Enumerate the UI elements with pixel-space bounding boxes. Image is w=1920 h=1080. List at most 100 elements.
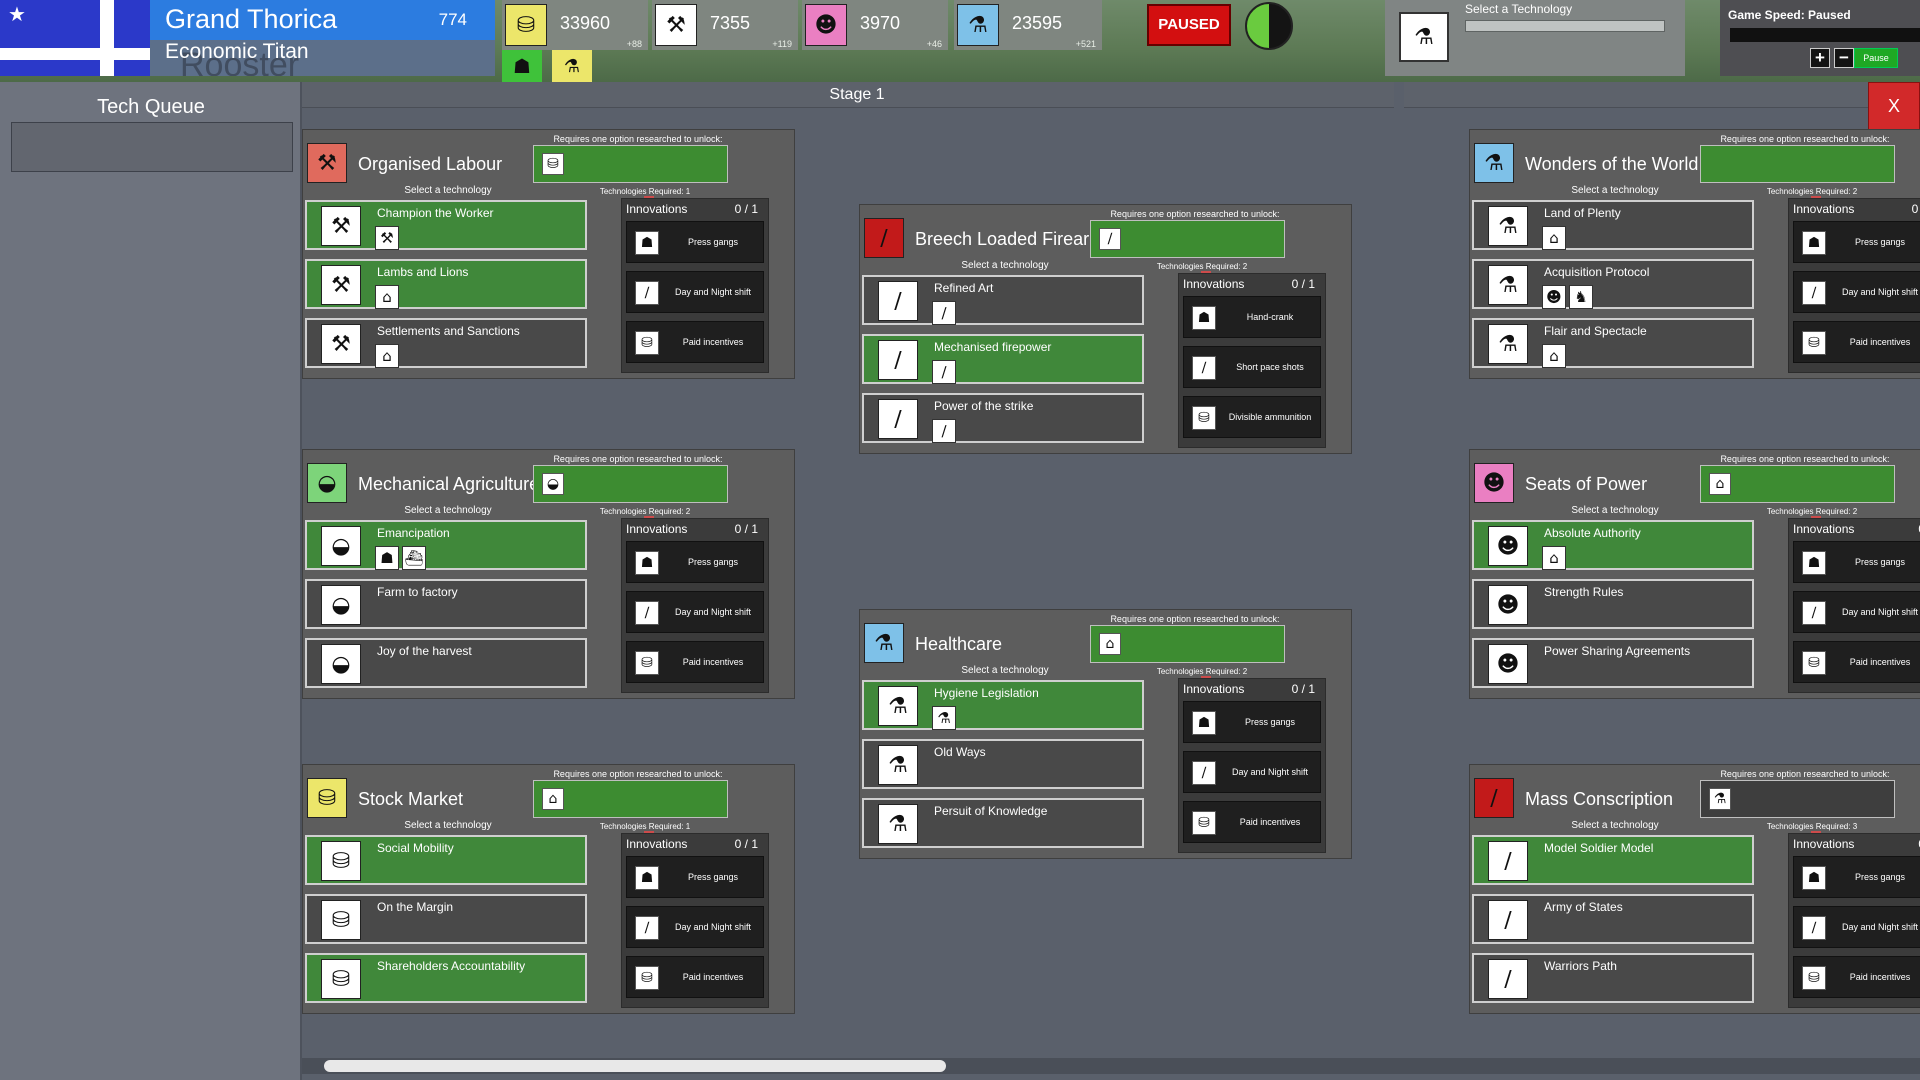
tech-option-label: Old Ways xyxy=(934,745,986,759)
tech-option[interactable]: ⚗Old Ways xyxy=(862,739,1144,789)
tech-option-label: Flair and Spectacle xyxy=(1544,324,1647,338)
hammer-icon: ⚒ xyxy=(321,265,361,305)
innovations-label: Innovations xyxy=(1183,682,1245,696)
requirement-slot[interactable]: ⌂ xyxy=(1090,625,1285,663)
tech-option[interactable]: ◒Farm to factory xyxy=(305,579,587,629)
tech-option[interactable]: ⚗Persuit of Knowledge xyxy=(862,798,1144,848)
innovation-item[interactable]: ∕Short pace shots xyxy=(1183,346,1321,388)
tech-option[interactable]: ☻Strength Rules xyxy=(1472,579,1754,629)
tech-option[interactable]: ◒Joy of the harvest xyxy=(305,638,587,688)
requirement-slot[interactable] xyxy=(1700,145,1895,183)
innovation-item[interactable]: ☗Press gangs xyxy=(626,541,764,583)
tech-option[interactable]: ⚗Hygiene Legislation⚗ xyxy=(862,680,1144,730)
innovation-item[interactable]: ⛁Paid incentives xyxy=(626,956,764,998)
speed-plus-button[interactable]: + xyxy=(1810,48,1830,68)
innovation-item[interactable]: ⛁Paid incentives xyxy=(1793,956,1920,998)
labor-resource[interactable]: ⚒ 7355 +119 xyxy=(652,0,798,50)
tech-option-label: On the Margin xyxy=(377,900,454,914)
close-button[interactable]: X xyxy=(1868,82,1920,130)
tech-option[interactable]: ∕Power of the strike∕ xyxy=(862,393,1144,443)
horizontal-scrollbar[interactable] xyxy=(302,1058,1920,1074)
requirement-icon: ⌂ xyxy=(1542,344,1566,368)
scrollbar-thumb[interactable] xyxy=(324,1060,946,1072)
tech-option[interactable]: ∕Model Soldier Model xyxy=(1472,835,1754,885)
tech-option-label: Settlements and Sanctions xyxy=(377,324,520,338)
tech-option[interactable]: ∕Mechanised firepower∕ xyxy=(862,334,1144,384)
tech-queue-slot[interactable] xyxy=(11,122,293,172)
requirement-slot[interactable]: ⚗ xyxy=(1700,780,1895,818)
innovation-item[interactable]: ∕Day and Night shift xyxy=(1793,271,1920,313)
paused-indicator[interactable]: PAUSED xyxy=(1147,4,1231,46)
innovation-item[interactable]: ☗Press gangs xyxy=(1793,856,1920,898)
tech-option-label: Strength Rules xyxy=(1544,585,1624,599)
tech-option[interactable]: ⛁Shareholders Accountability xyxy=(305,953,587,1003)
panel-title: Healthcare xyxy=(915,634,1003,654)
rifle-icon: ∕ xyxy=(878,340,918,380)
science-resource[interactable]: ⚗ 23595 +521 xyxy=(954,0,1102,50)
innovation-item[interactable]: ⛁Paid incentives xyxy=(1793,321,1920,363)
speed-minus-button[interactable]: − xyxy=(1834,48,1854,68)
game-speed-panel: Game Speed: Paused + − Pause xyxy=(1720,0,1920,76)
money-resource[interactable]: ⛁ 33960 +88 xyxy=(502,0,648,50)
nation-header[interactable]: Grand Thorica 774 xyxy=(150,0,495,40)
requirement-slot[interactable]: ⌂ xyxy=(1700,465,1895,503)
rifle-icon: ∕ xyxy=(864,218,904,258)
requirement-icon: ◒ xyxy=(542,473,564,495)
innovation-item[interactable]: ⛁Paid incentives xyxy=(626,641,764,683)
tech-option[interactable]: ∕Refined Art∕ xyxy=(862,275,1144,325)
microscope-icon[interactable]: ⚗ xyxy=(552,50,592,82)
technology-selector[interactable]: ⚗ Select a Technology xyxy=(1385,0,1685,76)
innovation-label: Paid incentives xyxy=(1849,657,1911,667)
innovation-item[interactable]: ∕Day and Night shift xyxy=(1793,591,1920,633)
tech-option[interactable]: ∕Warriors Path xyxy=(1472,953,1754,1003)
tech-option[interactable]: ⚒Settlements and Sanctions⌂ xyxy=(305,318,587,368)
requirement-slot[interactable]: ⌂ xyxy=(533,780,728,818)
innovation-item[interactable]: ☗Press gangs xyxy=(1793,221,1920,263)
nation-name: Grand Thorica xyxy=(165,4,338,34)
innovation-item[interactable]: ⛁Paid incentives xyxy=(626,321,764,363)
tech-option[interactable]: ⚗Acquisition Protocol☻♞ xyxy=(1472,259,1754,309)
tech-option[interactable]: ⚗Land of Plenty⌂ xyxy=(1472,200,1754,250)
tech-option[interactable]: ⚗Flair and Spectacle⌂ xyxy=(1472,318,1754,368)
tech-option[interactable]: ⚒Champion the Worker⚒ xyxy=(305,200,587,250)
innovation-item[interactable]: ⛁Paid incentives xyxy=(1793,641,1920,683)
innovation-item[interactable]: ∕Day and Night shift xyxy=(626,591,764,633)
tech-option-label: Joy of the harvest xyxy=(377,644,472,658)
innovation-icon: ⛁ xyxy=(1192,406,1216,430)
tech-option[interactable]: ☻Absolute Authority⌂ xyxy=(1472,520,1754,570)
innovation-item[interactable]: ∕Day and Night shift xyxy=(1793,906,1920,948)
culture-resource[interactable]: ☻ 3970 +46 xyxy=(802,0,948,50)
requirement-slot[interactable]: ⛁ xyxy=(533,145,728,183)
select-technology-label: Select a technology xyxy=(961,260,1049,271)
tech-option[interactable]: ∕Army of States xyxy=(1472,894,1754,944)
tech-option[interactable]: ◒Emancipation☗⛴ xyxy=(305,520,587,570)
innovation-item[interactable]: ∕Day and Night shift xyxy=(1183,751,1321,793)
requirement-icon: ∕ xyxy=(932,301,956,325)
coins-icon: ⛁ xyxy=(321,959,361,999)
innovations-count: 0 / xyxy=(1911,202,1920,216)
innovation-item[interactable]: ☗Press gangs xyxy=(1183,701,1321,743)
innovation-item[interactable]: ☗Press gangs xyxy=(626,221,764,263)
innovation-item[interactable]: ☗Hand-crank xyxy=(1183,296,1321,338)
tech-option[interactable]: ⛁Social Mobility xyxy=(305,835,587,885)
requirement-slot[interactable]: ◒ xyxy=(533,465,728,503)
innovation-item[interactable]: ☗Press gangs xyxy=(626,856,764,898)
requirement-slot[interactable]: ∕ xyxy=(1090,220,1285,258)
innovation-item[interactable]: ☗Press gangs xyxy=(1793,541,1920,583)
worker-icon[interactable]: ☗ xyxy=(502,50,542,82)
innovation-item[interactable]: ⛁Paid incentives xyxy=(1183,801,1321,843)
tech-option-label: Land of Plenty xyxy=(1544,206,1621,220)
stage-header: Stage 1 xyxy=(302,82,1394,108)
tech-option[interactable]: ☻Power Sharing Agreements xyxy=(1472,638,1754,688)
requirement-icon: ⌂ xyxy=(542,788,564,810)
tech-option-label: Social Mobility xyxy=(377,841,454,855)
innovation-item[interactable]: ∕Day and Night shift xyxy=(626,271,764,313)
tech-option[interactable]: ⚒Lambs and Lions⌂ xyxy=(305,259,587,309)
coins-icon: ⛁ xyxy=(321,900,361,940)
pause-button[interactable]: Pause xyxy=(1854,48,1898,68)
hammer-icon: ⚒ xyxy=(307,143,347,183)
innovation-item[interactable]: ∕Day and Night shift xyxy=(626,906,764,948)
innovation-item[interactable]: ⛁Divisible ammunition xyxy=(1183,396,1321,438)
tech-option[interactable]: ⛁ On the Margin xyxy=(305,894,587,944)
